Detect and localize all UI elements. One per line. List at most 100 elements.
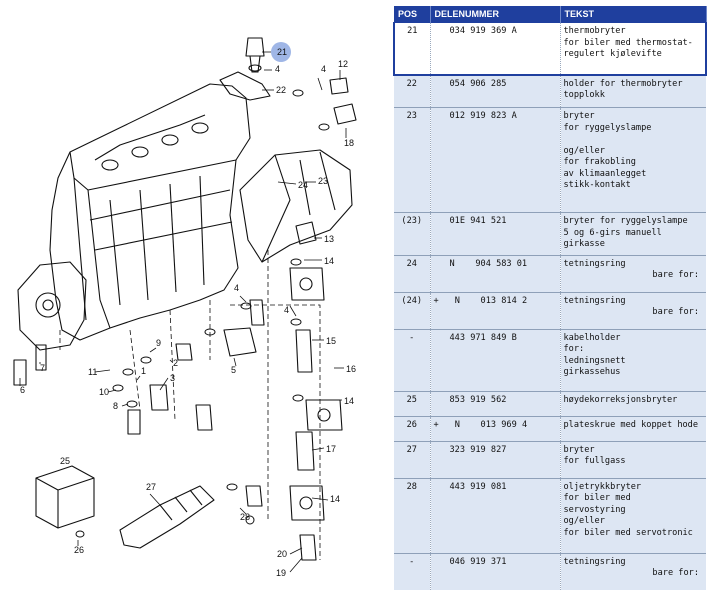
cell-pos: 24 [394, 254, 431, 292]
callout-label: 23 [318, 176, 328, 186]
header-part-number: DELENUMMER [430, 6, 561, 23]
cell-text: tetningsring bare for: [560, 552, 706, 590]
callout-label: 4 [275, 64, 280, 74]
cell-pos: - [394, 552, 431, 590]
cell-part-number: + N 013 969 4 [430, 415, 561, 441]
callout-label: 21 [277, 47, 287, 57]
callout-label: 14 [324, 256, 334, 266]
cell-part-number: 443 919 081 [430, 477, 561, 553]
part-number: 853 919 562 [449, 394, 507, 405]
cell-text: kabelholder for: ledningsnett girkassehu… [560, 328, 706, 391]
callout-label: 12 [338, 59, 348, 69]
cell-pos: 27 [394, 440, 431, 478]
cell-text: thermobryter for biler med thermostat- r… [560, 22, 707, 76]
callout-label: 5 [231, 365, 236, 375]
bracket-22 [219, 71, 271, 101]
table-row[interactable]: - 443 971 849 B kabelholder for: ledningsn… [394, 328, 706, 391]
callout-label: 3 [170, 373, 175, 383]
cell-pos: 23 [394, 107, 431, 213]
description: oljetrykkbryter for biler med servostyri… [563, 481, 693, 538]
callout-label: 11 [88, 367, 97, 377]
callout-highlight-21 [271, 42, 291, 62]
part-number: 323 919 827 [449, 444, 507, 455]
description: tetningsring [563, 556, 626, 567]
header-text: TEKST [560, 6, 707, 23]
callout-label: 28 [240, 512, 250, 522]
table-row[interactable]: 22 054 906 285 holder for thermobryter top… [394, 74, 706, 108]
cell-part-number: 012 919 823 A [430, 107, 561, 213]
cell-part-number: 01E 941 521 [430, 212, 561, 255]
callout-label: 10 [99, 387, 109, 397]
part-number: N 013 969 4 [454, 419, 528, 430]
table-row[interactable]: 27 323 919 827 bryter for fullgass [394, 440, 706, 478]
callout-label: 16 [346, 364, 356, 374]
part-number: 443 971 849 B [449, 332, 517, 343]
callout-label: 17 [326, 444, 336, 454]
description: bryter for ryggelyslampe og/eller for fr… [563, 111, 652, 190]
cell-pos: 21 [393, 22, 431, 76]
cell-text: bryter for fullgass [560, 440, 706, 478]
cell-pos: - [394, 328, 431, 391]
part-number: 034 919 369 A [449, 26, 517, 36]
full-throttle-switch-27 [119, 485, 215, 549]
callout-label: 1 [141, 366, 146, 376]
callout-label: 2 [173, 358, 178, 368]
cell-part-number: + N 013 814 2 [430, 291, 561, 329]
callout-label: 15 [326, 336, 336, 346]
part-number: 046 919 371 [449, 556, 507, 567]
part-number: 01E 941 521 [449, 216, 507, 226]
callout-label: 8 [113, 401, 118, 411]
callout-label: 19 [276, 568, 286, 578]
callout-label: 27 [146, 482, 156, 492]
engine-block [49, 83, 251, 341]
part-number: N 013 814 2 [454, 295, 528, 306]
callout-label: 18 [344, 138, 354, 148]
note: bare for: [652, 270, 699, 280]
description: tetningsring [563, 295, 626, 306]
callout-label: 4 [321, 64, 326, 74]
cell-part-number: 046 919 371 [430, 552, 561, 590]
callout-label: 25 [60, 456, 70, 466]
description: bryter for fullgass [563, 444, 626, 467]
callout-label: 9 [156, 338, 161, 348]
callout-label: 13 [324, 234, 334, 244]
part-number: 054 906 285 [449, 78, 507, 89]
callout-label: 14 [344, 396, 354, 406]
callout-label: 4 [284, 305, 289, 315]
cell-part-number: 853 919 562 [430, 390, 561, 416]
cell-text: bryter for ryggelyslampe og/eller for fr… [560, 107, 706, 213]
callout-label: 26 [74, 545, 84, 555]
cell-text: høydekorreksjonsbryter [560, 390, 706, 416]
callout-label: 24 [298, 180, 308, 190]
table-row[interactable]: 28 443 919 081 oljetrykkbryter for biler m… [394, 477, 706, 553]
callout-label: 22 [276, 85, 286, 95]
cell-prefix: + [433, 419, 439, 430]
table-row[interactable]: - 046 919 371 tetningsring bare for: [394, 552, 706, 590]
part-number: 443 919 081 [449, 481, 507, 492]
table-row[interactable]: 25 853 919 562 høydekorreksjonsbryter [394, 390, 706, 416]
cell-prefix: + [433, 295, 439, 306]
callout-label: 7 [40, 363, 45, 373]
exploded-engine-diagram: 21 4 22 4 12 18 13 24 23 14 4 15 16 14 1… [13, 37, 357, 578]
callout-label: 20 [277, 549, 287, 559]
cell-text: oljetrykkbryter for biler med servostyri… [560, 477, 706, 553]
description: holder for thermobryter topplokk [563, 78, 683, 101]
cell-text: holder for thermobryter topplokk [560, 74, 706, 108]
table-row[interactable]: 21 034 919 369 A thermobryter for biler me… [393, 22, 707, 76]
cell-pos: 28 [394, 477, 431, 553]
cell-pos: 22 [394, 74, 431, 108]
height-correction-switch-25 [35, 465, 95, 529]
note: bare for: [652, 568, 699, 578]
cell-pos: 25 [394, 390, 431, 416]
cell-pos: 26 [394, 415, 431, 441]
callout-label: 4 [234, 283, 239, 293]
callout-label: 6 [20, 385, 25, 395]
description: bryter for ryggelyslampe 5 og 6-girs man… [563, 216, 688, 249]
